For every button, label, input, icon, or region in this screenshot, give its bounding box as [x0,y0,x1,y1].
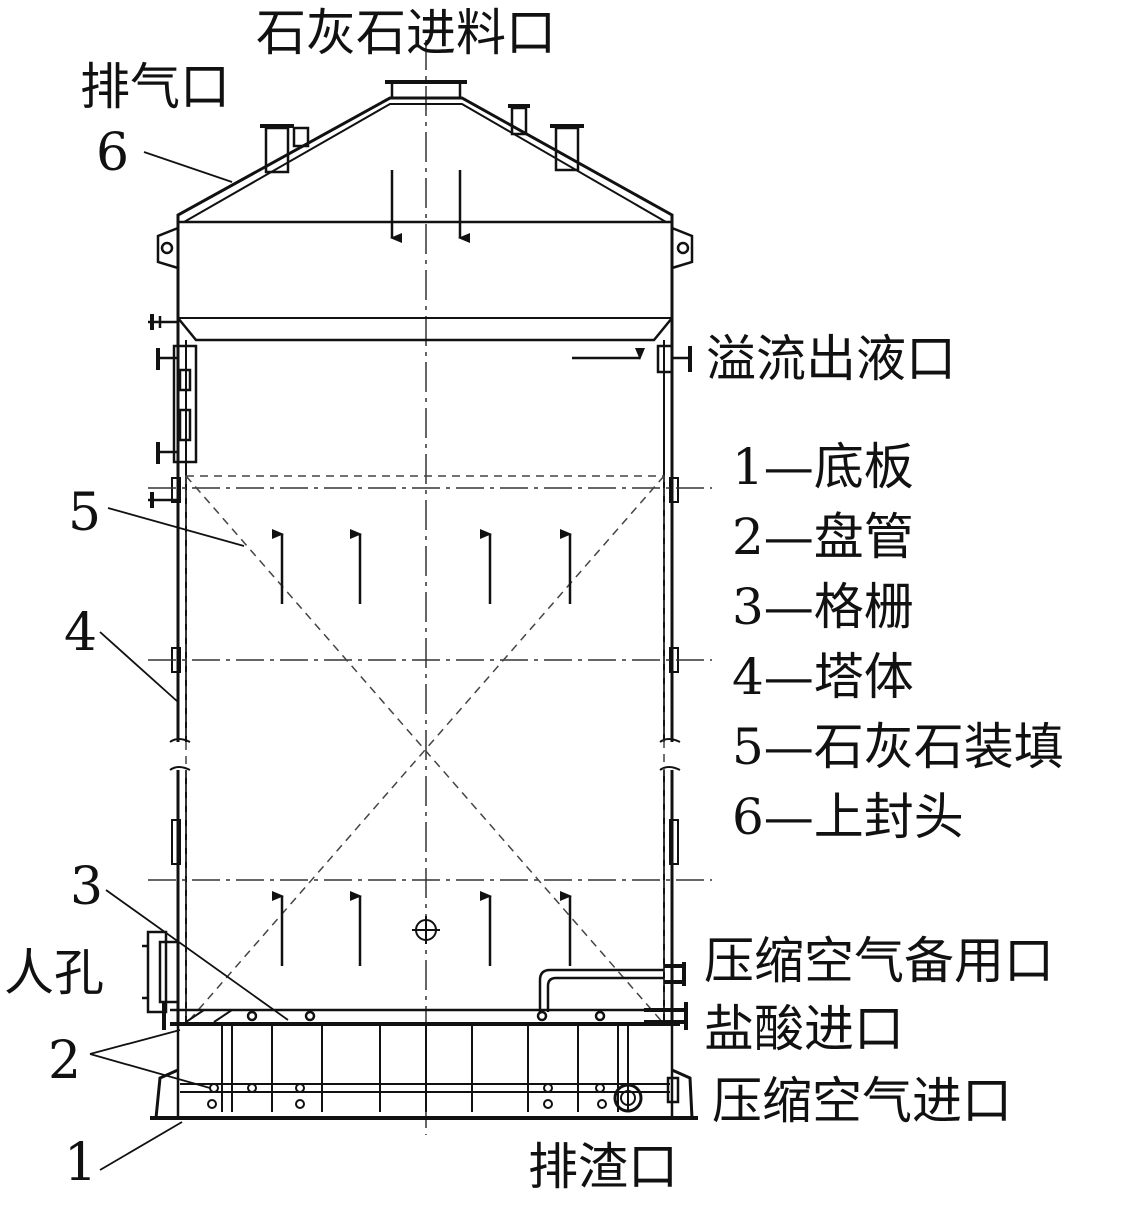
compressed-air-spare-pipe [538,962,686,1012]
legend-item-5: 5—石灰石装填 [732,718,1064,776]
label-limestone-inlet: 石灰石进料口 [256,4,556,62]
coil-pipe [180,1083,670,1109]
callout-5: 5 [68,483,101,543]
lifting-lugs [156,226,694,270]
legend-item-3: 3—格栅 [732,578,914,636]
exhaust-nozzle [260,124,310,174]
legend-item-1: 1—底板 [732,438,914,496]
base-plate [150,1068,698,1120]
label-slag-outlet: 排渣口 [528,1138,678,1196]
leader-5 [107,507,245,547]
leader-6 [143,151,233,183]
label-exhaust-port: 排气口 [80,58,230,116]
body-side-plates [171,477,679,865]
slag-outlet [613,1083,643,1113]
label-compressed-air-inlet: 压缩空气进口 [712,1072,1012,1130]
leader-2a [89,1029,181,1055]
callout-3: 3 [70,857,103,917]
label-compressed-air-spare: 压缩空气备用口 [704,932,1054,990]
head-nozzles-right [508,104,584,172]
callout-1: 1 [64,1133,97,1193]
callout-2: 2 [48,1031,81,1091]
leader-lines [89,151,289,1171]
callout-6: 6 [96,123,129,183]
manhole [142,930,180,1014]
leader-3 [105,889,289,1021]
callout-4: 4 [64,603,97,663]
legend-item-2: 2—盘管 [732,508,914,566]
legend-item-4: 4—塔体 [732,648,914,706]
legend-item-6: 6—上封头 [732,788,964,846]
upper-body [176,222,674,342]
leader-1 [99,1121,183,1171]
upper-head [176,96,674,224]
sight-glass [412,916,440,944]
section-center-lines [148,487,712,881]
flow-arrows-up [272,529,572,966]
label-hcl-inlet: 盐酸进口 [704,1000,904,1058]
overflow-outlet-nozzle [656,344,692,374]
leader-2b [89,1053,211,1089]
legend: 1—底板 2—盘管 3—格栅 4—塔体 5—石灰石装填 6—上封头 [732,438,1064,846]
compressed-air-inlet-nozzle [666,1076,680,1104]
leader-4 [99,631,179,703]
limestone-inlet-nozzle [385,80,467,100]
label-overflow-outlet: 溢流出液口 [706,330,956,388]
label-manhole: 人孔 [4,944,104,1002]
